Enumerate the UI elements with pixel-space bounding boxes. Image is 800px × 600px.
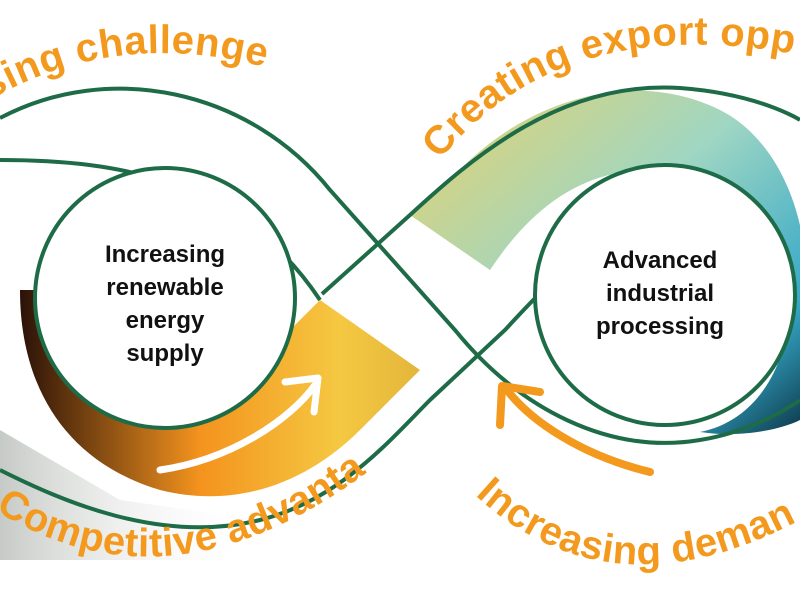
curved-arrow-up-left-icon [496, 382, 654, 476]
left-label-line: supply [126, 340, 204, 367]
right-label-line: processing [596, 313, 724, 340]
curved-arrow-up-right-icon [156, 374, 322, 474]
left-inner-label: Increasing renewable energy supply [105, 241, 225, 367]
left-label-line: renewable [106, 274, 223, 301]
left-label-line: energy [126, 307, 205, 334]
right-label-line: industrial [606, 280, 714, 307]
right-label-line: Advanced [603, 247, 718, 274]
left-label-line: Increasing [105, 241, 225, 268]
right-inner-circle [533, 163, 797, 427]
left-inner-circle [33, 166, 297, 430]
right-inner-label: Advanced industrial processing [596, 247, 724, 340]
